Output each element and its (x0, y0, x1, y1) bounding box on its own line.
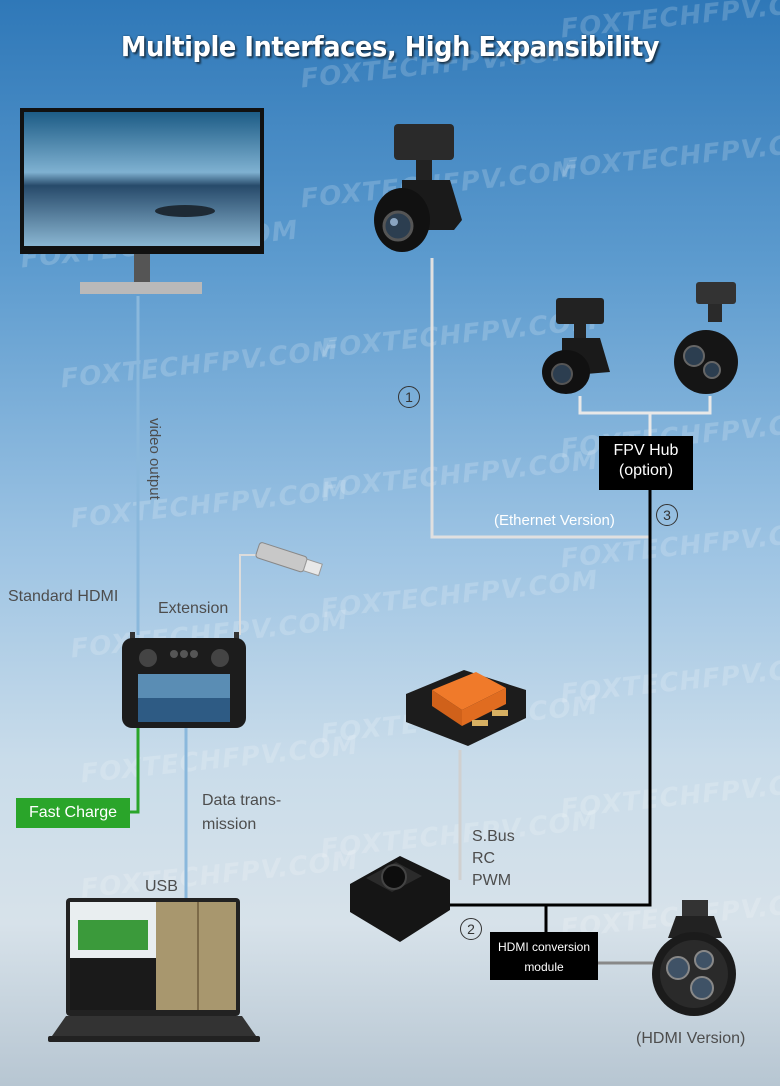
step-2-badge: 2 (460, 918, 482, 940)
usb-label: USB (145, 878, 178, 895)
fast-charge-line (130, 728, 140, 814)
gimbal-camera-icon (666, 278, 748, 398)
data-transmission-label-line1: Data trans- (202, 792, 282, 809)
monitor-icon (20, 108, 264, 296)
pwm-label: PWM (472, 872, 512, 889)
ground-controller-icon (118, 628, 250, 730)
flight-controller-icon (402, 660, 530, 752)
laptop-icon (48, 896, 260, 1044)
step-3-badge: 3 (656, 504, 678, 526)
extension-label: Extension (158, 600, 229, 617)
fpv-hub-label: FPV Hub (613, 442, 679, 459)
standard-hdmi-label: Standard HDMI (8, 588, 119, 605)
fpv-hub-box: FPV Hub (option) (599, 436, 693, 490)
hdmi-module-icon (346, 850, 452, 946)
hdmi-version-label: (HDMI Version) (636, 1030, 746, 1047)
ethernet-line (430, 258, 650, 539)
hub-camera-lines (578, 396, 712, 415)
hdmi-conversion-label: HDMI conversion (497, 940, 591, 954)
fast-charge-label: Fast Charge (16, 798, 130, 828)
data-transmission-label-line2: mission (202, 816, 257, 833)
hdmi-module-label: module (524, 960, 564, 974)
extension-line (239, 554, 258, 635)
step-1-badge: 1 (398, 386, 420, 408)
gimbal-camera-icon (540, 294, 620, 398)
hub-output-line (544, 490, 652, 932)
rc-label: RC (472, 850, 496, 867)
gimbal-camera-icon (372, 120, 476, 260)
sbus-label: S.Bus (472, 828, 515, 845)
fpv-hub-option-label: (option) (618, 462, 674, 479)
video-output-label: video output (146, 418, 163, 500)
hdmi-conversion-box: HDMI conversion module (490, 932, 598, 980)
page-title: Multiple Interfaces, High Expansibility (120, 30, 660, 63)
gimbal-camera-icon (648, 898, 742, 1022)
ethernet-version-label: (Ethernet Version) (494, 512, 615, 529)
usb-stick-icon (250, 540, 330, 580)
